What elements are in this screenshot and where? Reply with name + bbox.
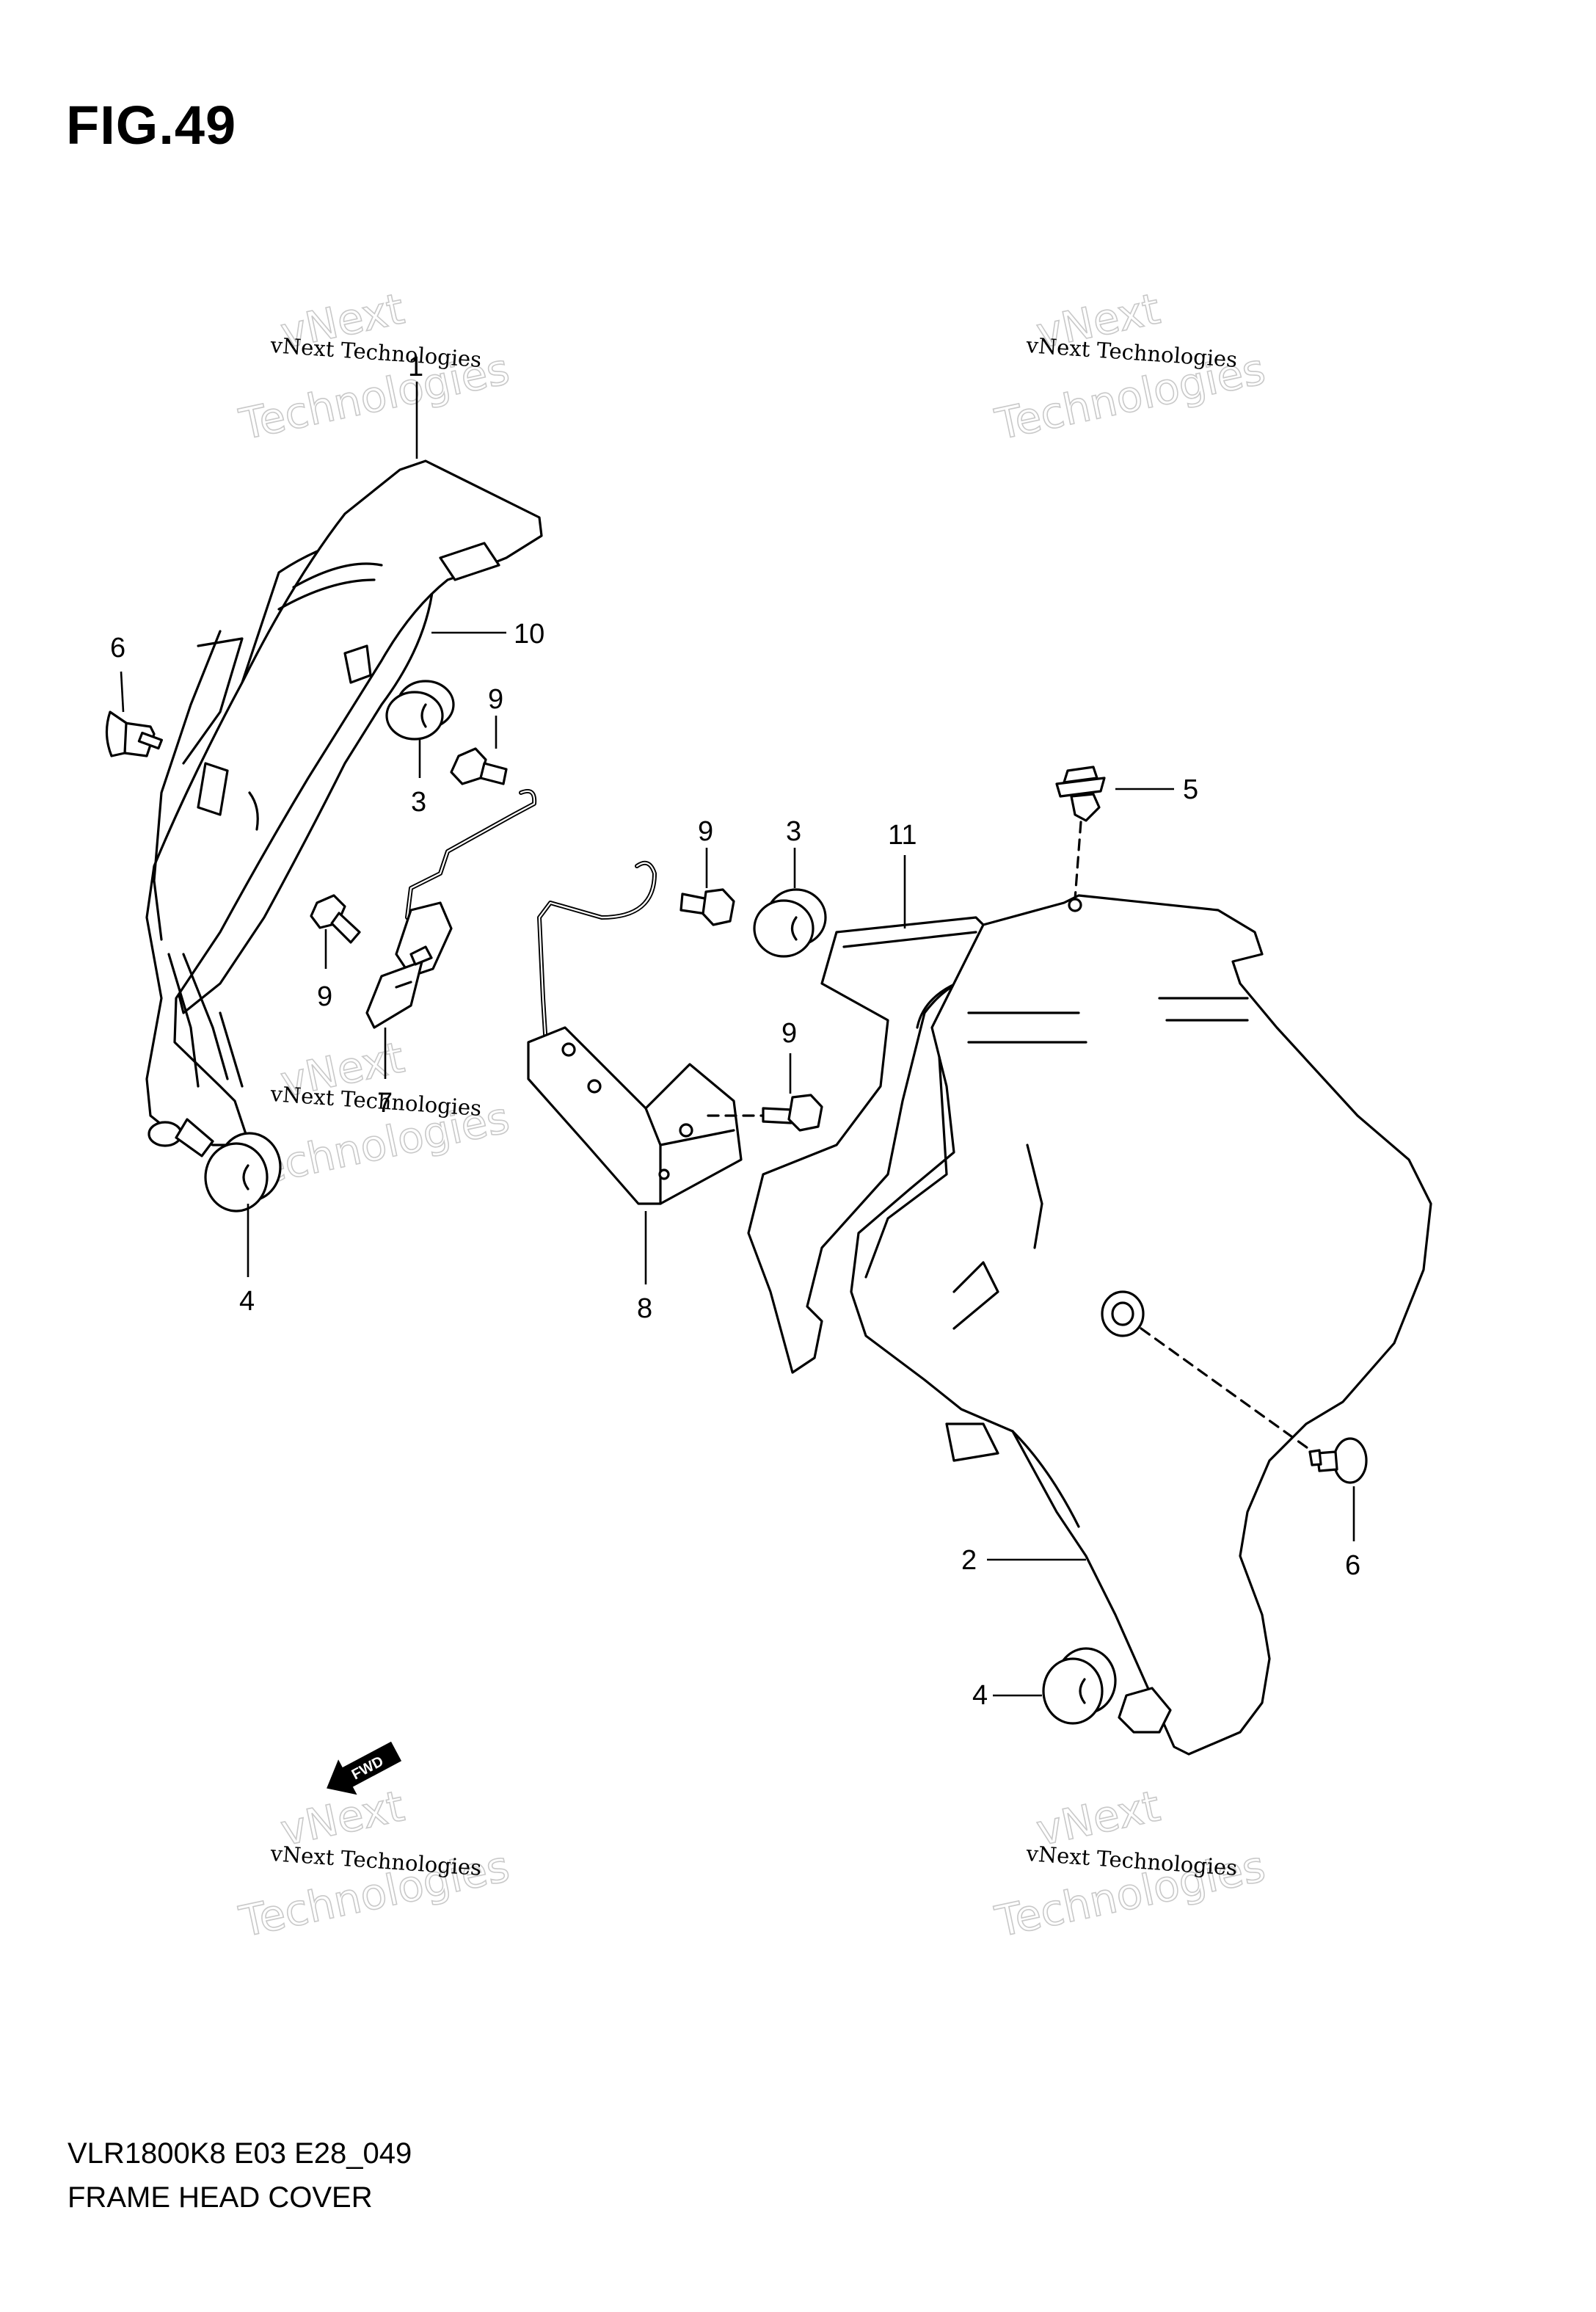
callout-8: 8 bbox=[637, 1293, 652, 1324]
part-5-rivet-clip bbox=[1055, 766, 1106, 822]
part-2-grommet-hole-inner bbox=[1111, 1301, 1134, 1326]
part-1-lower-strut bbox=[167, 953, 244, 1088]
callout-6-right: 6 bbox=[1345, 1550, 1360, 1581]
part-2-lower-clip bbox=[1118, 1687, 1172, 1734]
part-3-center-grommet bbox=[753, 888, 827, 958]
part-2-mid-ridge bbox=[864, 1055, 948, 1279]
part-1-lower-tab bbox=[197, 762, 229, 816]
part-2-bottom-tab bbox=[945, 1422, 999, 1462]
figure-title: FIG.49 bbox=[66, 95, 237, 156]
part-1-left-cover bbox=[145, 459, 543, 1146]
part-9-upper-bolt bbox=[450, 747, 508, 785]
part-3-left-grommet bbox=[385, 680, 455, 741]
part-1-mount-boss bbox=[343, 644, 372, 684]
part-11-upper-edge bbox=[842, 931, 977, 948]
part-2-lower-ridge bbox=[952, 1261, 999, 1330]
part-9-center-upper-bolt bbox=[679, 888, 735, 926]
model-code: VLR1800K8 E03 E28_049 bbox=[68, 2137, 412, 2170]
callout-9-lower-left: 9 bbox=[317, 981, 332, 1012]
callout-7: 7 bbox=[377, 1088, 393, 1119]
part-2-horizontal-rib-2 bbox=[1158, 997, 1249, 1022]
watermark-top-right: vNext Technologies vNext Technologies bbox=[990, 283, 1269, 451]
callout-2: 2 bbox=[961, 1545, 977, 1576]
part-7-stay-bracket bbox=[365, 788, 537, 1029]
part-2-lower-edge bbox=[1011, 1430, 1080, 1528]
callout-4-left: 4 bbox=[239, 1286, 255, 1317]
figure-caption: FRAME HEAD COVER bbox=[68, 2181, 373, 2214]
watermark-top-left: vNext Technologies vNext Technologies bbox=[234, 283, 514, 451]
part-1-clip-tab bbox=[175, 1118, 214, 1157]
watermark-bottom-right: vNext Technologies vNext Technologies bbox=[990, 1781, 1269, 1948]
part-9-lower-left-bolt bbox=[310, 894, 361, 944]
part-6-right-screw bbox=[1308, 1437, 1368, 1484]
part-1-rib bbox=[182, 637, 244, 765]
part-2-inner-curve bbox=[1026, 1144, 1043, 1249]
callout-9-center-lower: 9 bbox=[781, 1018, 797, 1049]
part-9-center-lower-bolt bbox=[762, 1094, 823, 1132]
part-5-leader-dashed bbox=[1074, 821, 1082, 901]
callout-1: 1 bbox=[408, 352, 423, 382]
part-6-left-screw bbox=[105, 710, 163, 757]
part-1-upper-ridge bbox=[277, 562, 383, 611]
callout-4-right: 4 bbox=[972, 1680, 988, 1711]
callout-9-center-upper: 9 bbox=[698, 816, 713, 847]
callout-5: 5 bbox=[1183, 774, 1198, 805]
callout-6-left: 6 bbox=[110, 633, 125, 664]
part-8-mount-bracket bbox=[527, 860, 743, 1205]
watermark-bottom-left: vNext Technologies vNext Technologies bbox=[234, 1781, 514, 1948]
callout-10: 10 bbox=[514, 619, 544, 650]
part-1-lower-eyelet bbox=[147, 1121, 183, 1147]
part-2-clip-hole bbox=[1068, 898, 1082, 912]
callout-11: 11 bbox=[888, 820, 917, 851]
part-4-left-grommet bbox=[204, 1132, 282, 1213]
part-1-front-edge bbox=[153, 630, 222, 941]
callout-3-center: 3 bbox=[786, 816, 801, 847]
part-4-right-grommet bbox=[1042, 1647, 1117, 1725]
part-2-horizontal-rib-1 bbox=[967, 1011, 1087, 1044]
part-1-slot bbox=[248, 791, 259, 831]
part-1-top-flange bbox=[439, 542, 500, 581]
callout-3-left: 3 bbox=[411, 787, 426, 818]
callout-9-upper: 9 bbox=[488, 684, 503, 715]
part-6-leader-dashed bbox=[1140, 1327, 1311, 1451]
